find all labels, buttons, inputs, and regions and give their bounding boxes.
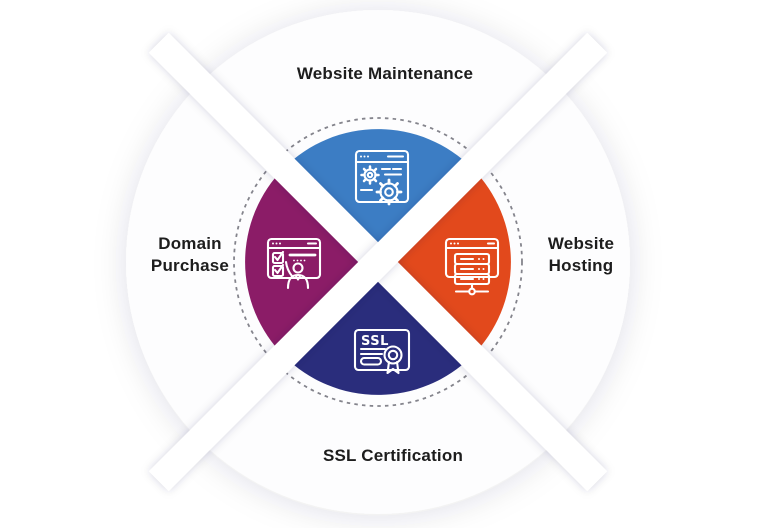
website-maintenance-icon bbox=[354, 149, 410, 206]
label-line: Hosting bbox=[548, 256, 614, 275]
label-line: SSL Certification bbox=[322, 446, 464, 465]
segment-wedge-website-hosting bbox=[378, 168, 511, 356]
label-line: Purchase bbox=[150, 256, 230, 275]
segment-wedge-ssl-certification bbox=[284, 262, 472, 395]
website-hosting-icon bbox=[444, 237, 500, 296]
segment-label-website-maintenance: Website Maintenance bbox=[297, 63, 473, 85]
label-line: Domain bbox=[158, 234, 222, 253]
divider-bands bbox=[148, 32, 608, 492]
dashed-ring bbox=[233, 117, 523, 407]
ssl-certification-icon: SSL bbox=[353, 328, 411, 375]
segment-wedges bbox=[245, 129, 511, 395]
segment-wedge-domain-purchase bbox=[245, 168, 378, 356]
segment-wedge-website-maintenance bbox=[284, 129, 472, 262]
segment-label-domain-purchase: Domain Purchase bbox=[151, 233, 229, 277]
label-line: Website bbox=[547, 234, 615, 253]
divider-band-sw-ne bbox=[148, 32, 608, 492]
segment-label-website-hosting: Website Hosting bbox=[548, 233, 614, 277]
segment-label-ssl-certification: SSL Certification bbox=[323, 445, 463, 467]
label-line: Website Maintenance bbox=[296, 64, 474, 83]
domain-purchase-icon bbox=[266, 237, 322, 290]
ssl-badge-text: SSL bbox=[361, 334, 389, 349]
